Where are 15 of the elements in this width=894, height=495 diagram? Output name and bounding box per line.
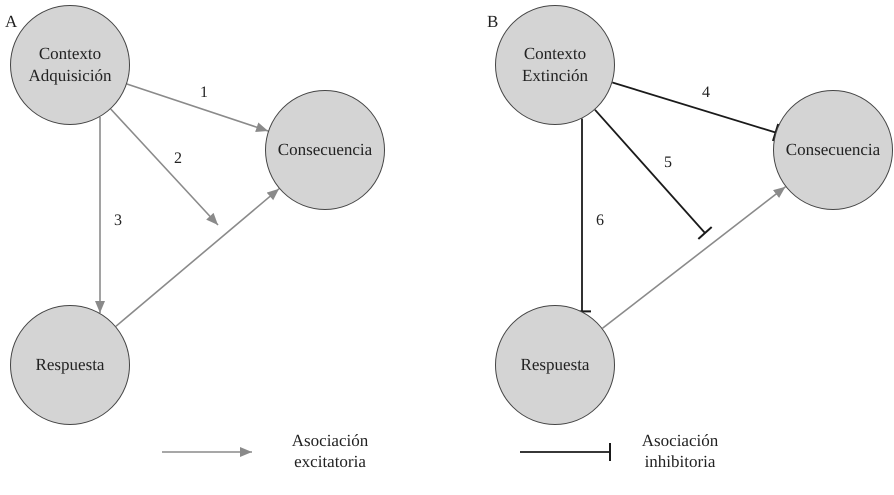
arrow bbox=[602, 186, 786, 329]
panel-letter: A bbox=[5, 12, 18, 32]
node-label: Consecuencia bbox=[784, 139, 882, 161]
node-label: Contexto Adquisición bbox=[27, 43, 113, 87]
node-label: Consecuencia bbox=[276, 139, 374, 161]
panel-letter: B bbox=[487, 12, 498, 32]
legend-text: Asociación excitatoria bbox=[290, 430, 370, 472]
arrow bbox=[95, 117, 105, 313]
arrow bbox=[110, 108, 219, 226]
legend-text: Asociación inhibitoria bbox=[640, 430, 720, 472]
arrow bbox=[115, 188, 280, 327]
node-label: Respuesta bbox=[34, 354, 106, 376]
node-label: Contexto Extinción bbox=[520, 43, 590, 87]
node-label: Respuesta bbox=[520, 354, 590, 376]
arrow bbox=[126, 83, 268, 132]
